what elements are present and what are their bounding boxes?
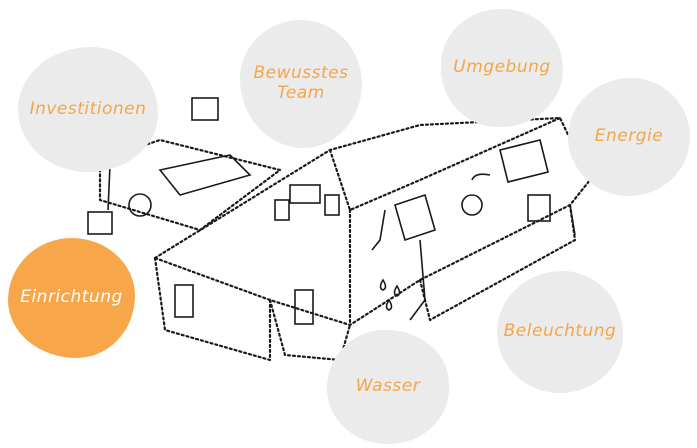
meter-box [527, 194, 551, 222]
topic-bubble-umgebung[interactable]: Umgebung [441, 9, 563, 127]
solar-panel-right [499, 139, 549, 183]
topic-bubble-beleuchtung[interactable]: Beleuchtung [497, 271, 623, 393]
water-drop-3 [385, 298, 393, 311]
topic-bubble-wasser[interactable]: Wasser [327, 330, 449, 444]
solar-panel-left [394, 193, 436, 242]
roof-ridge [328, 116, 562, 212]
drain-pipe [409, 239, 426, 321]
topic-bubble-bewusstes-team[interactable]: Bewusstes Team [240, 20, 362, 148]
door-front [294, 289, 314, 325]
chair-right [324, 194, 340, 216]
water-drop-1 [379, 278, 387, 291]
bar-counter [158, 154, 252, 196]
topic-label: Bewusstes Team [253, 63, 349, 103]
topic-label: Wasser [355, 376, 421, 397]
topic-label: Beleuchtung [503, 321, 617, 342]
wall-picture [191, 97, 219, 121]
downpipe [569, 204, 576, 236]
left-wall [153, 256, 272, 362]
table [289, 184, 321, 204]
outdoor-unit [87, 211, 113, 235]
recycle-symbol [128, 193, 152, 217]
water-drop-2 [393, 284, 401, 297]
front-wall [268, 298, 352, 362]
topic-label: Umgebung [453, 57, 551, 78]
topic-bubble-investitionen[interactable]: Investitionen [18, 47, 158, 172]
topic-label: Investitionen [29, 98, 147, 119]
topic-label: Energie [594, 126, 664, 147]
chair-left [274, 199, 290, 221]
interior-floor [98, 138, 282, 232]
topic-label: Einrichtung [20, 287, 123, 308]
door-left [174, 284, 194, 318]
lightbulb [461, 194, 483, 216]
topic-bubble-einrichtung[interactable]: Einrichtung [8, 238, 135, 358]
water-pipe [371, 209, 386, 251]
flag-pole [107, 164, 111, 211]
roof-outline [153, 116, 592, 327]
lamp-cord [471, 173, 491, 181]
topic-bubble-energie[interactable]: Energie [568, 78, 690, 196]
